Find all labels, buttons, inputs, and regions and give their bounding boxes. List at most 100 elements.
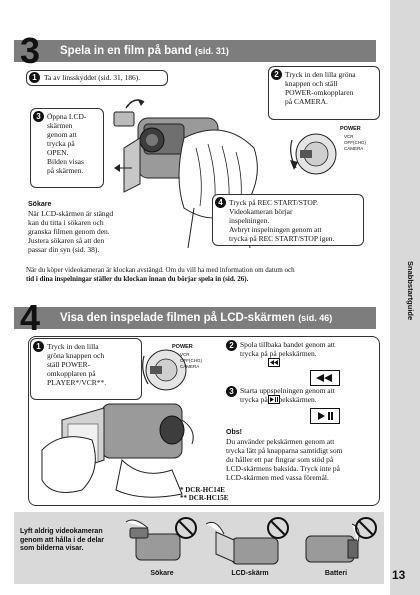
text-line: POWER-omkopplaren (285, 88, 354, 97)
model-footnote: ** DCR-HC15E (180, 494, 229, 502)
text-line: omkopplaren på (47, 369, 96, 378)
touch-panel-note: Obs! Du använder pekskärmen genom att tr… (226, 428, 376, 482)
section3-step4-box: 4 Tryck på REC START/STOP. Videokameran … (212, 194, 364, 246)
text-line: Justera sökaren så att den (28, 236, 105, 245)
text-line: tid i dina inspelningar ställer du klock… (26, 275, 249, 283)
text-line: Lyft aldrig videokameran (20, 528, 103, 535)
no-lift-lcd-icon (205, 517, 289, 565)
power-dial-options: VCR OFF(CHG) CAMERA (180, 352, 202, 370)
rewind-inline-icon (268, 358, 280, 367)
text-line: Öppna LCD- (47, 112, 87, 121)
text-line: inspelningen. (229, 216, 270, 225)
power-dial-title: POWER (172, 344, 193, 350)
text-line: Tryck in den lilla gröna (285, 70, 356, 79)
power-option: VCR (344, 134, 354, 139)
text-line: När LCD-skärmen är stängd (28, 209, 114, 218)
section3-ref: (sid. 31) (194, 46, 229, 56)
text-line: kan du titta i sökaren och (28, 218, 104, 227)
model-footnote: * DCR-HC14E (180, 486, 225, 494)
section4-number: 4 (20, 297, 41, 338)
section4-ref: (sid. 46) (298, 313, 333, 323)
section3-step2-text: Tryck in den lilla gröna knappen och stä… (285, 70, 379, 106)
text-line: trycka på på pekskärmen. (240, 349, 317, 358)
step-number-badge: 3 (33, 111, 44, 122)
section3-step3-box: 3 Öppna LCD- skärmen genom att trycka på… (30, 108, 104, 188)
step-number-badge: 1 (33, 341, 44, 352)
power-dial-options: VCR OFF(CHG) CAMERA (344, 134, 366, 152)
section4-header-bar (14, 307, 376, 329)
text-line: LCD-skärmens baksida. Tryck inte på (226, 464, 340, 473)
step-number-badge: 4 (215, 197, 226, 208)
caption-viewfinder: Sökare (150, 570, 174, 577)
text-line: ställ POWER- (47, 360, 91, 369)
text-line: på CAMERA. (285, 97, 328, 106)
text-line: trycka lätt på knapparna samtidigt som (226, 446, 343, 455)
section4-step1-box: 1 Tryck in den lilla gröna knappen och s… (30, 338, 142, 400)
step-number-badge: 2 (271, 69, 282, 80)
power-option: OFF(CHG) (344, 140, 366, 145)
no-lift-battery-icon (305, 517, 377, 563)
play-pause-button[interactable] (310, 408, 340, 424)
text-line: trycka på REC START/STOP igen. (229, 234, 335, 243)
camcorder-playback-illustration (32, 390, 202, 502)
play-pause-inline-icon (268, 395, 280, 404)
viewfinder-heading: Sökare (28, 201, 52, 208)
power-option: OFF(CHG) (180, 358, 202, 363)
section4-step1-text: Tryck in den lilla gröna knappen och stä… (47, 342, 141, 387)
text-line: som bilderna visar. (20, 545, 84, 552)
text-line: Tryck på REC START/STOP. (229, 198, 318, 207)
section4-title-text: Visa den inspelade filmen på LCD-skärmen (60, 312, 295, 324)
no-lift-viewfinder-icon (125, 517, 197, 561)
text-line: trycka på på pekskärmen. (240, 395, 317, 404)
text-line: genom att (47, 130, 77, 139)
section3-step2-box: 2 Tryck in den lilla gröna knappen och s… (268, 66, 380, 120)
section3-step3-text: Öppna LCD- skärmen genom att trycka på O… (47, 112, 103, 175)
section3-step4-text: Tryck på REC START/STOP. Videokameran bö… (229, 198, 363, 243)
text-line: Du använder pekskärmen genom att (226, 437, 335, 446)
viewfinder-note: Sökare När LCD-skärmen är stängd kan du … (28, 200, 148, 254)
text-line: Spola tillbaka bandet genom att (240, 340, 335, 349)
power-dial-icon (290, 133, 337, 175)
step-number-badge: 1 (29, 72, 40, 83)
rewind-button[interactable] (310, 370, 340, 386)
caption-battery: Batteri (324, 570, 348, 577)
rewind-icon (270, 360, 278, 365)
section3-number: 3 (20, 30, 41, 71)
section4-title: Visa den inspelade filmen på LCD-skärmen… (60, 307, 332, 329)
power-dial-title: POWER (340, 126, 361, 132)
section4-step2: 2 Spola tillbaka bandet genom att trycka… (226, 340, 376, 358)
text-line: PLAYER*/VCR**. (47, 378, 107, 387)
text-line: När du köper videokameran är klockan avs… (26, 266, 295, 274)
side-label: Snabbstartguide (406, 261, 415, 321)
text-line: Tryck in den lilla (47, 342, 99, 351)
text-line: genom att hålla i de delar (20, 536, 105, 544)
text-line: Avbryt inspelningen genom att (229, 225, 322, 234)
rewind-icon (316, 374, 332, 382)
text-line: granska filmen genom den. (28, 227, 110, 236)
caption-lcd: LCD-skärm (231, 570, 269, 577)
warning-lcd-illustration (205, 514, 292, 572)
page-number: 13 (392, 568, 406, 582)
section3-header-bar (14, 40, 376, 62)
side-tab (390, 0, 420, 595)
power-option: VCR (180, 352, 190, 357)
warning-viewfinder-illustration (124, 514, 200, 572)
step-number-badge: 2 (226, 340, 237, 351)
power-switch-illustration: POWER VCR OFF(CHG) CAMERA (286, 120, 382, 190)
text-line: på skärmen. (47, 166, 84, 175)
note-heading: Obs! (226, 429, 242, 436)
camcorder-icon (41, 403, 194, 498)
text-line: Starta uppspelningen genom att (240, 386, 335, 395)
text-line: du håller ett par fingrar som stöd på (226, 455, 334, 464)
text-line: LCD-skärmen med vassa föremål. (226, 473, 329, 482)
text-line: passar din syn (sid. 38). (28, 245, 100, 254)
section4-step2-text: Spola tillbaka bandet genom att trycka p… (240, 340, 376, 358)
section4-step3: 3 Starta uppspelningen genom att trycka … (226, 386, 376, 404)
text-line: trycka på (47, 139, 75, 148)
section3-step1-box: 1 Ta av linsskyddet (sid. 31, 186). (26, 70, 168, 86)
section3-title: Spela in en film på band (sid. 31) (60, 40, 229, 62)
text-line: skärmen (47, 121, 73, 130)
text-line: Videokameran börjar (229, 207, 293, 216)
power-dial-icon (142, 349, 187, 391)
warning-battery-illustration (296, 514, 380, 572)
